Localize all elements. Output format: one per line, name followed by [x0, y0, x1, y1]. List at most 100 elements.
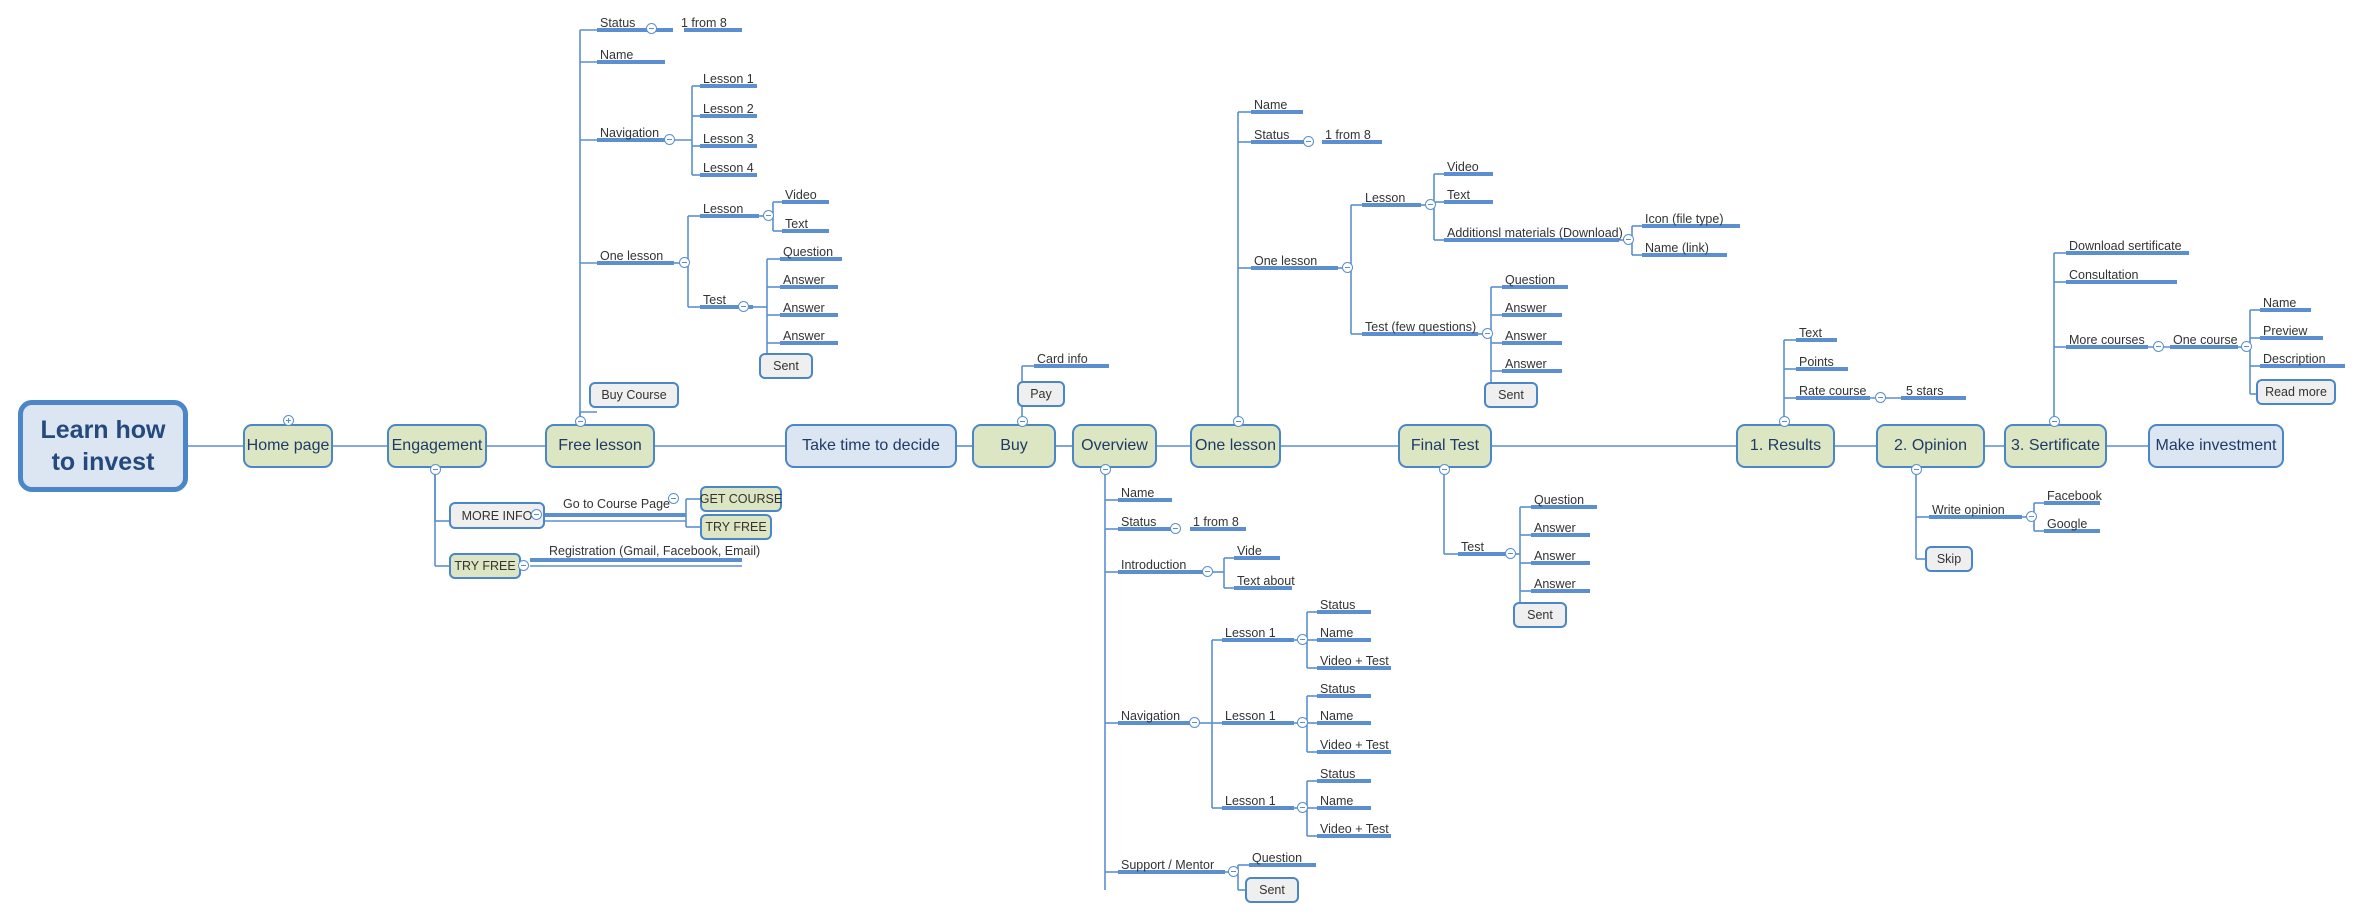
- collapse-ov-navigation-icon[interactable]: [1189, 717, 1200, 728]
- collapse-course-page-icon[interactable]: [668, 493, 679, 504]
- collapse-ol-one-lesson-icon[interactable]: [1342, 262, 1353, 273]
- button-get-course[interactable]: GET COURSE: [700, 486, 782, 512]
- leaf-ov-text-about: Text about: [1237, 574, 1295, 588]
- collapse-overview-icon[interactable]: [1100, 464, 1111, 475]
- collapse-try-free-icon[interactable]: [518, 560, 529, 571]
- leaf-ov-lesson-c: Lesson 1: [1225, 794, 1276, 808]
- leaf-fl-lesson-4: Lesson 4: [703, 161, 754, 175]
- collapse-rs-rate-icon[interactable]: [1875, 392, 1886, 403]
- leaf-ol-one-lesson: One lesson: [1254, 254, 1318, 268]
- collapse-sc-one-course-icon[interactable]: [2241, 341, 2252, 352]
- collapse-ol-lesson-icon[interactable]: [1425, 199, 1436, 210]
- button-ov-sent[interactable]: Sent: [1245, 877, 1299, 903]
- collapse-ov-lesson-a-icon[interactable]: [1297, 634, 1308, 645]
- leaf-ov-c-name: Name: [1320, 794, 1354, 808]
- collapse-results-icon[interactable]: [1779, 416, 1790, 427]
- node-take-time-to-decide[interactable]: Take time to decide: [785, 424, 957, 468]
- collapse-ol-additional-icon[interactable]: [1623, 234, 1634, 245]
- button-ft-sent[interactable]: Sent: [1513, 602, 1567, 628]
- leaf-ov-introduction: Introduction: [1121, 558, 1187, 572]
- collapse-op-write-icon[interactable]: [2026, 511, 2037, 522]
- collapse-ol-test-icon[interactable]: [1482, 328, 1493, 339]
- leaf-ft-answer-3: Answer: [1534, 577, 1576, 591]
- node-engagement-label: Engagement: [391, 436, 483, 454]
- node-opinion[interactable]: 2. Opinion: [1876, 424, 1985, 468]
- collapse-ov-support-icon[interactable]: [1228, 866, 1239, 877]
- node-engagement[interactable]: Engagement: [387, 424, 487, 468]
- button-buy-course[interactable]: Buy Course: [589, 382, 679, 408]
- collapse-engagement-icon[interactable]: [430, 464, 441, 475]
- leaf-rs-points: Points: [1799, 355, 1834, 369]
- leaf-ol-answer-1: Answer: [1505, 301, 1547, 315]
- button-ft-sent-label: Sent: [1527, 608, 1553, 622]
- button-skip[interactable]: Skip: [1925, 546, 1973, 572]
- button-skip-label: Skip: [1936, 552, 1962, 566]
- leaf-ft-test: Test: [1461, 540, 1484, 554]
- collapse-opinion-icon[interactable]: [1911, 464, 1922, 475]
- collapse-buy-icon[interactable]: [1017, 416, 1028, 427]
- leaf-ov-lesson-b: Lesson 1: [1225, 709, 1276, 723]
- node-final-test[interactable]: Final Test: [1398, 424, 1492, 468]
- button-more-info[interactable]: MORE INFO: [449, 502, 545, 529]
- collapse-final-test-icon[interactable]: [1439, 464, 1450, 475]
- button-pay[interactable]: Pay: [1017, 381, 1065, 407]
- node-one-lesson[interactable]: One lesson: [1190, 424, 1281, 468]
- node-results[interactable]: 1. Results: [1736, 424, 1835, 468]
- collapse-ov-lesson-c-icon[interactable]: [1297, 802, 1308, 813]
- collapse-more-info-icon[interactable]: [531, 509, 542, 520]
- leaf-ov-c-video-test: Video + Test: [1320, 822, 1389, 836]
- leaf-ol-name: Name: [1254, 98, 1288, 112]
- collapse-ft-test-icon[interactable]: [1505, 548, 1516, 559]
- node-make-investment[interactable]: Make investment: [2148, 424, 2284, 468]
- leaf-ov-a-video-test: Video + Test: [1320, 654, 1389, 668]
- collapse-fl-test-icon[interactable]: [738, 301, 749, 312]
- button-ol-sent-label: Sent: [1498, 388, 1524, 402]
- button-read-more[interactable]: Read more: [2256, 379, 2336, 405]
- node-overview[interactable]: Overview: [1072, 424, 1157, 468]
- collapse-sertificate-icon[interactable]: [2049, 416, 2060, 427]
- leaf-rs-stars: 5 stars: [1906, 384, 1944, 398]
- node-sertificate[interactable]: 3. Sertificate: [2004, 424, 2107, 468]
- collapse-sc-more-courses-icon[interactable]: [2153, 341, 2164, 352]
- button-try-free-course-label: TRY FREE: [705, 520, 767, 534]
- leaf-ol-test: Test (few questions): [1365, 320, 1477, 334]
- node-take-time-label: Take time to decide: [802, 436, 940, 454]
- collapse-fl-one-lesson-icon[interactable]: [679, 257, 690, 268]
- leaf-ov-b-video-test: Video + Test: [1320, 738, 1389, 752]
- button-fl-sent[interactable]: Sent: [759, 353, 813, 379]
- collapse-free-lesson-icon[interactable]: [575, 416, 586, 427]
- collapse-fl-lesson-icon[interactable]: [763, 210, 774, 221]
- collapse-ov-status-icon[interactable]: [1170, 523, 1181, 534]
- button-try-free[interactable]: TRY FREE: [449, 553, 521, 579]
- root-label-line2: to invest: [51, 448, 155, 476]
- leaf-fl-text: Text: [785, 217, 808, 231]
- node-free-lesson[interactable]: Free lesson: [545, 424, 655, 468]
- leaf-ov-a-name: Name: [1320, 626, 1354, 640]
- collapse-fl-status-icon[interactable]: [646, 23, 657, 34]
- root-node[interactable]: Learn how to invest: [18, 400, 188, 492]
- leaf-fl-status: Status: [600, 16, 636, 30]
- expand-home-page-icon[interactable]: [283, 415, 294, 426]
- leaf-ov-b-name: Name: [1320, 709, 1354, 723]
- collapse-ov-lesson-b-icon[interactable]: [1297, 717, 1308, 728]
- leaf-ov-navigation: Navigation: [1121, 709, 1181, 723]
- leaf-ol-name-link: Name (link): [1645, 241, 1709, 255]
- leaf-ov-lesson-a: Lesson 1: [1225, 626, 1276, 640]
- collapse-ol-status-icon[interactable]: [1303, 136, 1314, 147]
- node-home-page[interactable]: Home page: [243, 424, 333, 468]
- leaf-ft-answer-1: Answer: [1534, 521, 1576, 535]
- node-overview-label: Overview: [1081, 436, 1148, 454]
- leaf-fl-status-value: 1 from 8: [681, 16, 727, 30]
- collapse-ov-introduction-icon[interactable]: [1202, 566, 1213, 577]
- leaf-ov-status-value: 1 from 8: [1193, 515, 1239, 529]
- leaf-fl-lesson-3: Lesson 3: [703, 132, 754, 146]
- leaf-sc-course-name: Name: [2263, 296, 2297, 310]
- leaf-ov-b-status: Status: [1320, 682, 1356, 696]
- collapse-one-lesson-icon[interactable]: [1233, 416, 1244, 427]
- button-buy-course-label: Buy Course: [601, 388, 667, 402]
- button-try-free-course[interactable]: TRY FREE: [700, 514, 772, 540]
- collapse-fl-navigation-icon[interactable]: [664, 134, 675, 145]
- button-ol-sent[interactable]: Sent: [1484, 382, 1538, 408]
- node-buy[interactable]: Buy: [972, 424, 1056, 468]
